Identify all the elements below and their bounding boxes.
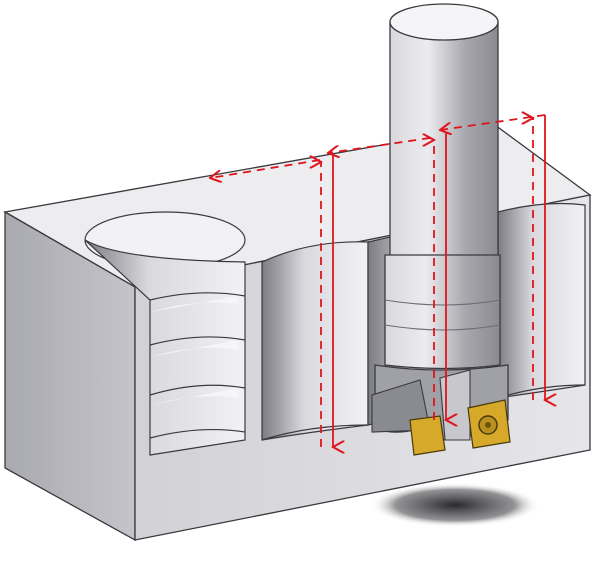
tool-body <box>384 254 501 370</box>
toolpath <box>210 115 545 447</box>
tool-shank-top <box>389 3 499 41</box>
plunged-hole-center <box>261 241 369 441</box>
carbide-insert-left <box>409 415 446 456</box>
step-1 <box>149 292 246 301</box>
step-2 <box>149 336 246 346</box>
stepped-pocket <box>84 211 246 456</box>
tool-shank <box>389 21 499 263</box>
workpiece-block <box>3 124 592 542</box>
flute-2 <box>439 369 471 441</box>
plunged-hole-right <box>497 202 586 399</box>
rapid-move-3 <box>210 159 321 178</box>
floor-shadow <box>370 483 540 527</box>
step-3 <box>149 384 246 396</box>
end-mill-cutter <box>371 3 511 456</box>
step-4 <box>149 428 246 439</box>
rapid-move-2 <box>328 137 431 153</box>
